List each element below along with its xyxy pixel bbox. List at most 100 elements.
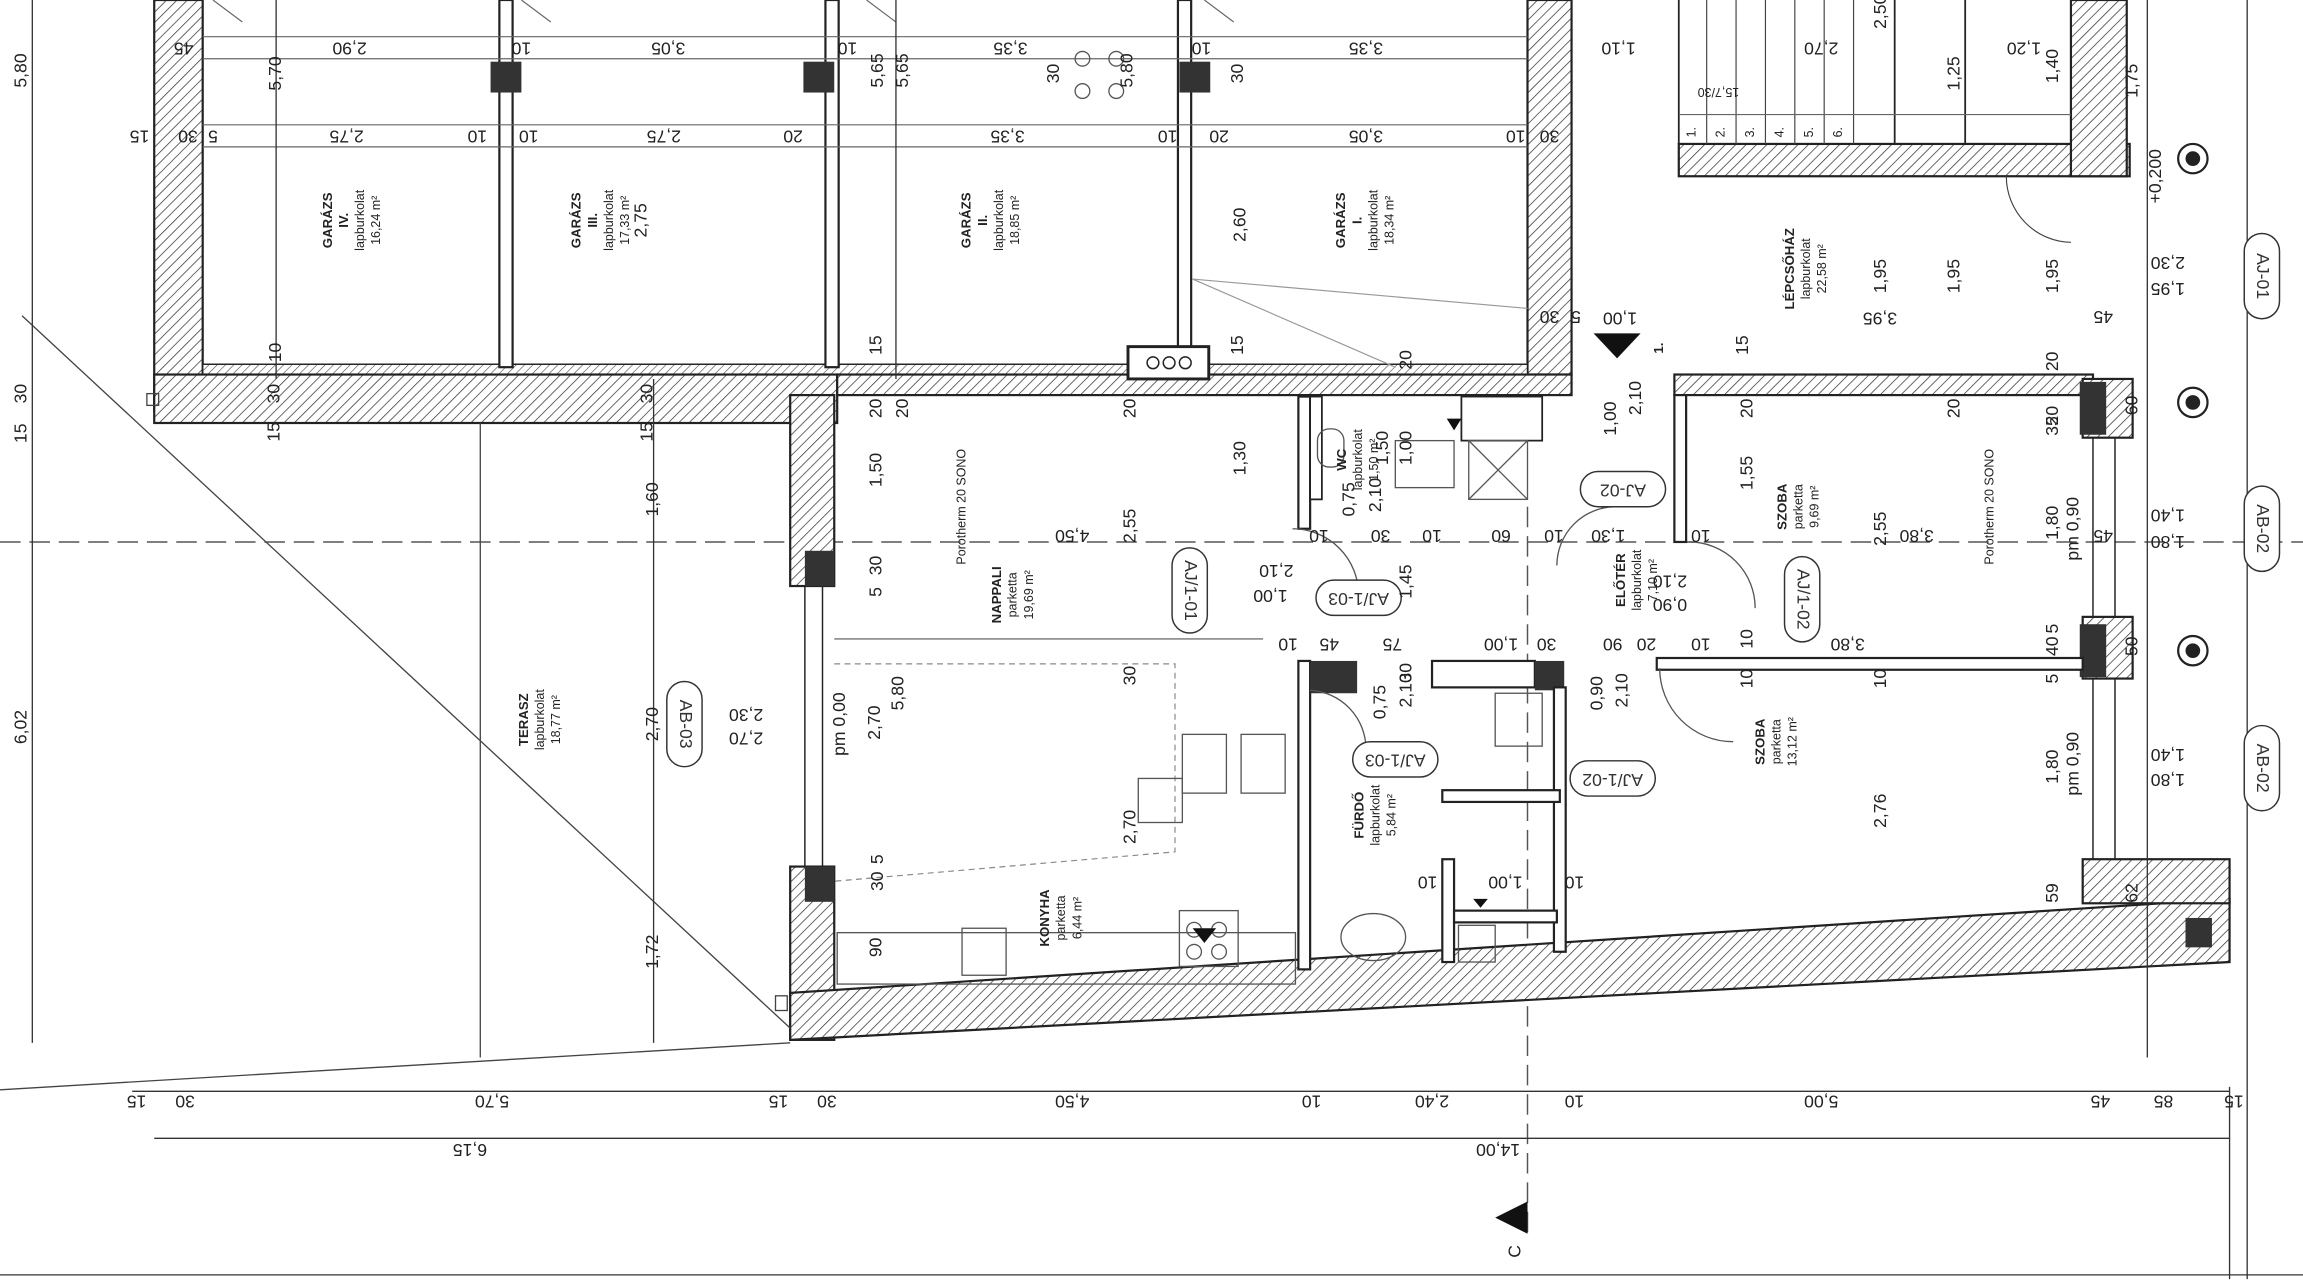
tag-outline	[1315, 579, 1402, 617]
dimension-label: 10	[1870, 669, 1890, 689]
room-name: TERASZ	[516, 693, 531, 746]
room-floor: parketta	[1769, 719, 1783, 764]
stair-direction-icon	[1593, 333, 1641, 359]
opening-tag: AB-02	[2253, 744, 2273, 793]
markers	[1192, 142, 2209, 1234]
room-name: FÜRDŐ	[1352, 792, 1367, 839]
room-area: 18,85 m²	[1008, 196, 1022, 245]
room-name: SZOBA	[1775, 483, 1790, 530]
opening-tag: AJ-02	[1600, 480, 1646, 500]
dimension-label: 90	[1603, 635, 1623, 655]
stair-step-label: 1.	[1684, 127, 1698, 137]
stair-step-label: 2.	[1714, 127, 1728, 137]
dimension-label: 1,40	[2151, 745, 2185, 765]
dimension-label: 10	[467, 126, 487, 146]
room-name: NAPPALI	[989, 566, 1004, 623]
dimension-label: 30	[1043, 63, 1063, 83]
room-floor: lapburkolat	[353, 189, 367, 251]
dimension-label: 15	[768, 1091, 788, 1111]
dimension-label: 2,70	[642, 707, 662, 741]
dimension-label: 30	[1540, 307, 1560, 327]
dimension-label: 1,00	[1488, 873, 1522, 893]
room-area: 18,77 m²	[549, 695, 563, 744]
dimension-label: 15	[1227, 335, 1247, 355]
dimension-label: 15	[11, 423, 31, 443]
dimension-label: 1,30	[1230, 441, 1250, 475]
dimension-label: 2,70	[729, 729, 763, 749]
dimension-label: 30	[1537, 635, 1557, 655]
staircase	[1677, 0, 2131, 243]
dimension-label: 1,72	[642, 935, 662, 969]
dimension-label: 2,10	[1396, 673, 1416, 707]
dimension-label: 5,65	[867, 53, 887, 87]
dimension-label: 45	[1319, 635, 1339, 655]
dimension-label: 20	[1396, 350, 1416, 370]
dimension-label: 10	[1158, 126, 1178, 146]
room-name: GARÁZS	[1333, 192, 1348, 248]
dimension-label: 10	[1418, 873, 1438, 893]
dimension-label: 1,80	[2042, 749, 2062, 783]
dimension-label: 2,10	[1365, 478, 1385, 512]
dimension-label: 6,15	[453, 1140, 487, 1160]
dimension-label: 20	[1209, 126, 1229, 146]
room-floor: lapburkolat	[992, 189, 1006, 251]
dimension-label: 1,50	[866, 453, 886, 487]
insulation-note: Porotherm 20 SONO	[1982, 449, 1996, 565]
room-floor: parketta	[1792, 484, 1806, 529]
dining-chair-icon	[1240, 733, 1286, 794]
room-floor: lapburkolat	[1351, 429, 1365, 491]
room-name: SZOBA	[1753, 718, 1768, 765]
dimension-label: 40	[2042, 636, 2062, 656]
room-number: II.	[975, 215, 990, 226]
bathtub-icon	[1340, 912, 1407, 962]
dimension-label: 15	[866, 335, 886, 355]
dimension-label: 2,10	[1259, 561, 1293, 581]
dimension-label: 30	[867, 871, 887, 891]
room-area: 1,50 m²	[1367, 439, 1381, 481]
dimension-label: 15	[263, 422, 283, 442]
room-name: WC	[1334, 448, 1349, 470]
stair-marker-label: 1.	[1651, 343, 1666, 354]
dimension-label: 1,00	[1396, 431, 1416, 465]
terrace-outline	[0, 315, 791, 1091]
dimension-label: 5,80	[11, 53, 31, 87]
dimension-label: 30	[263, 384, 283, 404]
dimension-label: 10	[1309, 526, 1329, 546]
dimension-label: 3,05	[1349, 126, 1383, 146]
dimension-label: 0,90	[1587, 676, 1607, 710]
dimension-label: 20	[1120, 398, 1140, 418]
dimension-label: 5,70	[475, 1091, 509, 1111]
dimension-label: 10	[1506, 126, 1526, 146]
column-marker-icon	[2177, 386, 2209, 419]
dimension-label: 45	[2090, 1091, 2110, 1111]
dimension-label: 1,20	[2007, 38, 2041, 58]
dimension-label: 3,35	[1349, 38, 1383, 58]
dimension-label: 2,70	[1120, 810, 1140, 844]
room-floor: lapburkolat	[1630, 549, 1644, 611]
dimension-label: 3,95	[1863, 309, 1897, 329]
dimension-label: 20	[892, 398, 912, 418]
dimension-label: 1,80	[2042, 506, 2062, 540]
apartment-walls	[789, 373, 2231, 1042]
dimension-label: 30	[175, 1091, 195, 1111]
room-area: 6,44 m²	[1070, 897, 1084, 939]
elevation-label: +0,200	[2145, 149, 2165, 204]
dimension-label: 1,95	[1870, 259, 1890, 293]
dimension-label: 10	[1736, 629, 1756, 649]
dimension-label: 1,50	[1372, 431, 1392, 465]
dimension-label: 2,10	[1625, 381, 1645, 415]
dimension-label: 1,95	[1944, 259, 1964, 293]
section-marker-label: C	[1504, 1245, 1524, 1258]
dimension-label: 0,90	[1653, 595, 1687, 615]
tag-outline	[2243, 232, 2281, 320]
dimension-label: 1,95	[2151, 279, 2185, 299]
dimension-label: 20	[2042, 351, 2062, 371]
opening-tag: AJ/1-02	[1794, 569, 1814, 630]
dimension-label: 1,10	[1601, 38, 1635, 58]
